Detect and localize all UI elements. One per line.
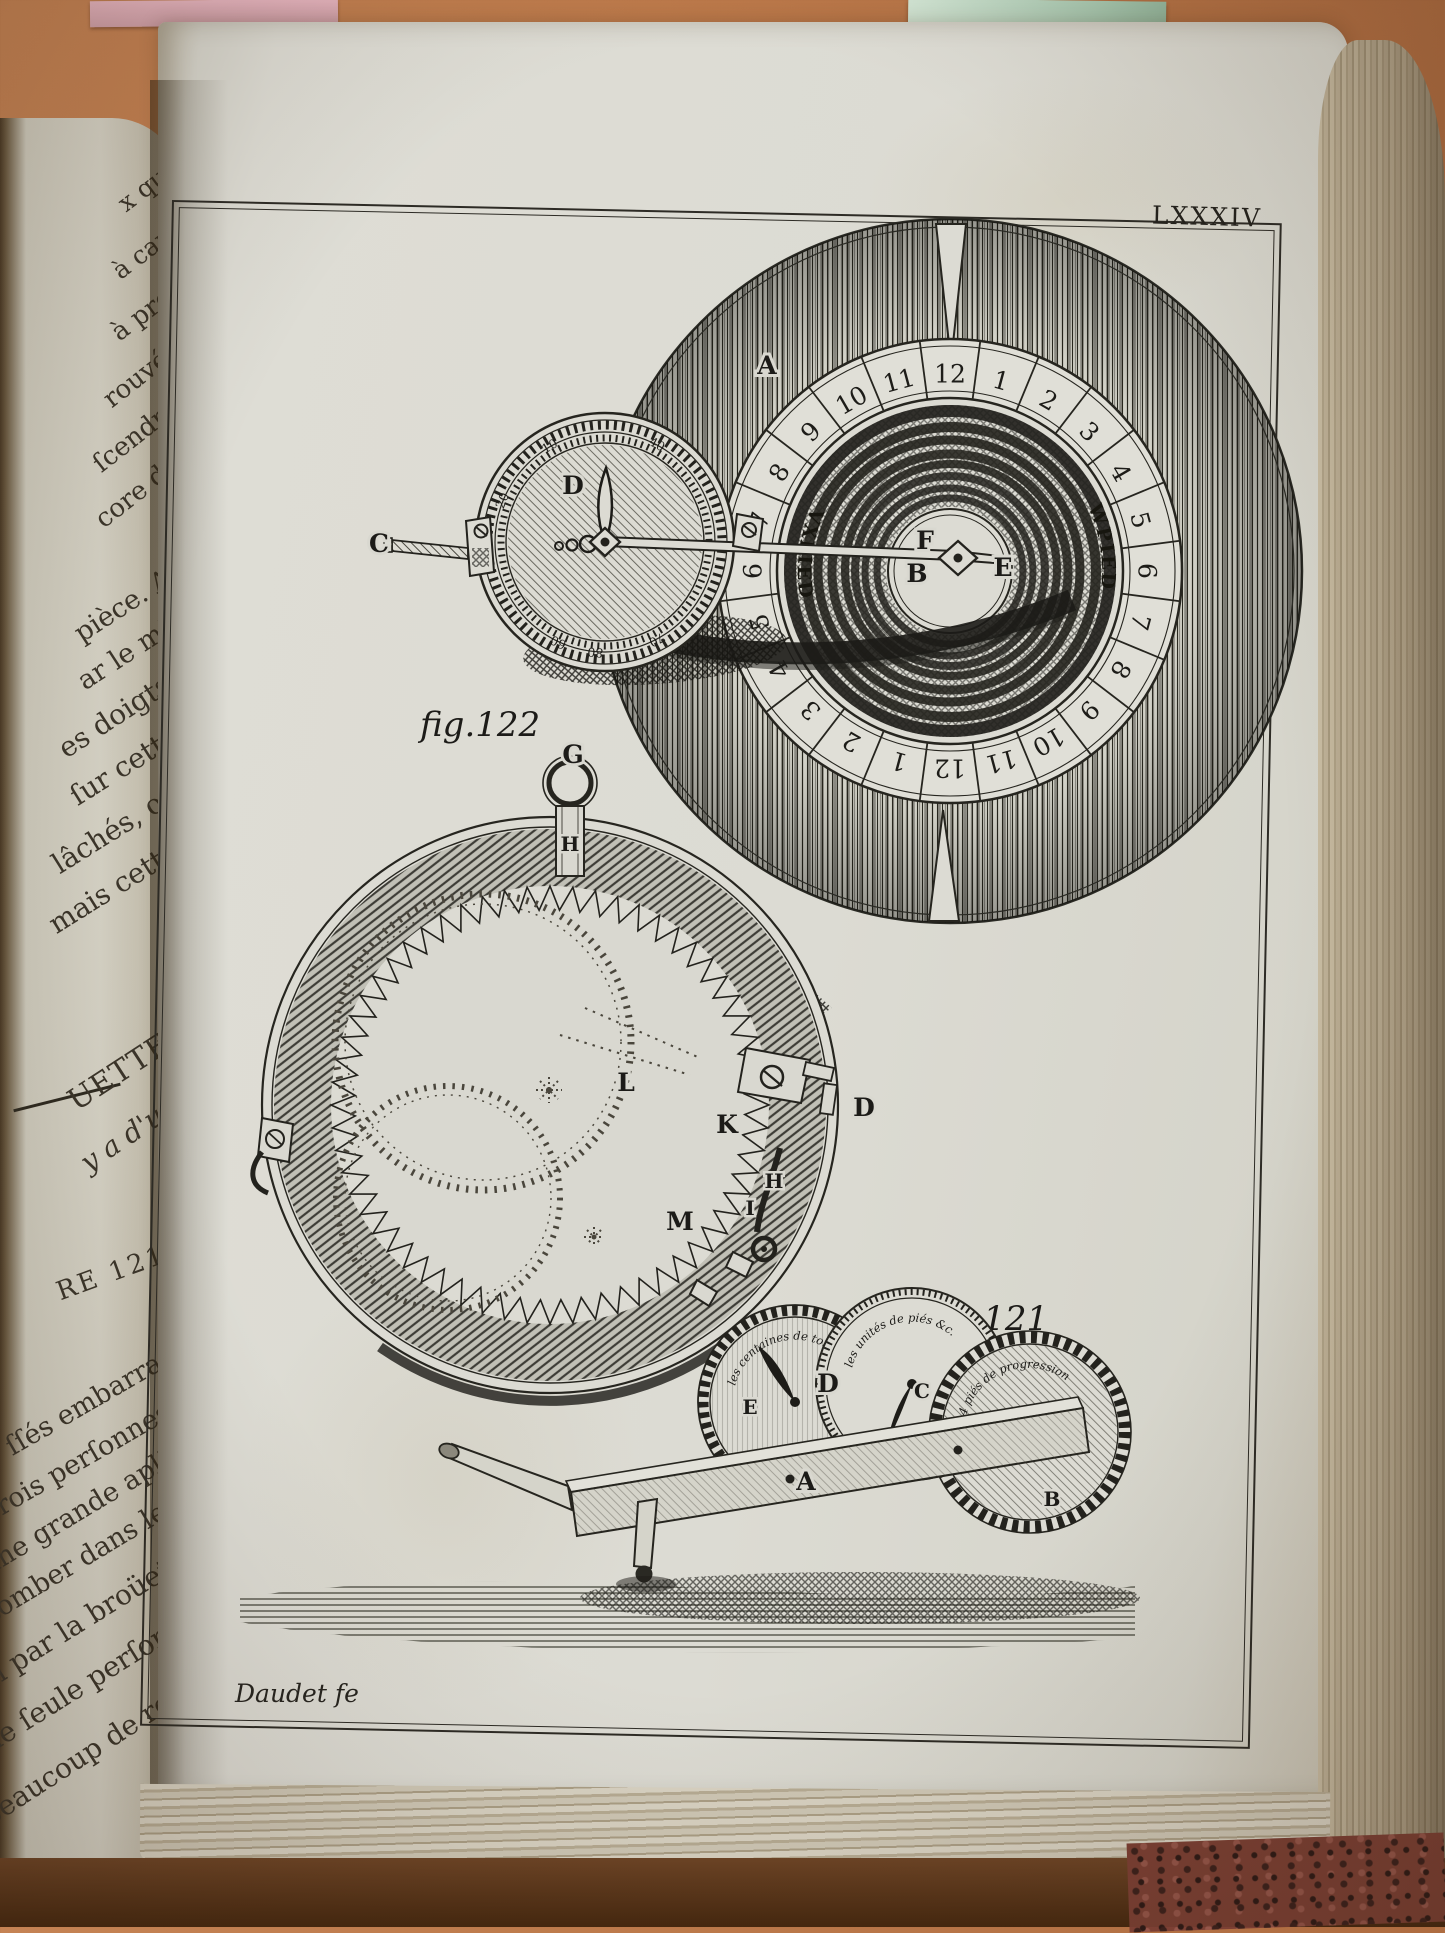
page-fore-edge-stack — [1318, 40, 1445, 1890]
plate-number: LXXXIV — [1151, 200, 1263, 233]
plate-border-frame — [140, 200, 1282, 1749]
marbled-cover-corner — [1126, 1832, 1445, 1933]
